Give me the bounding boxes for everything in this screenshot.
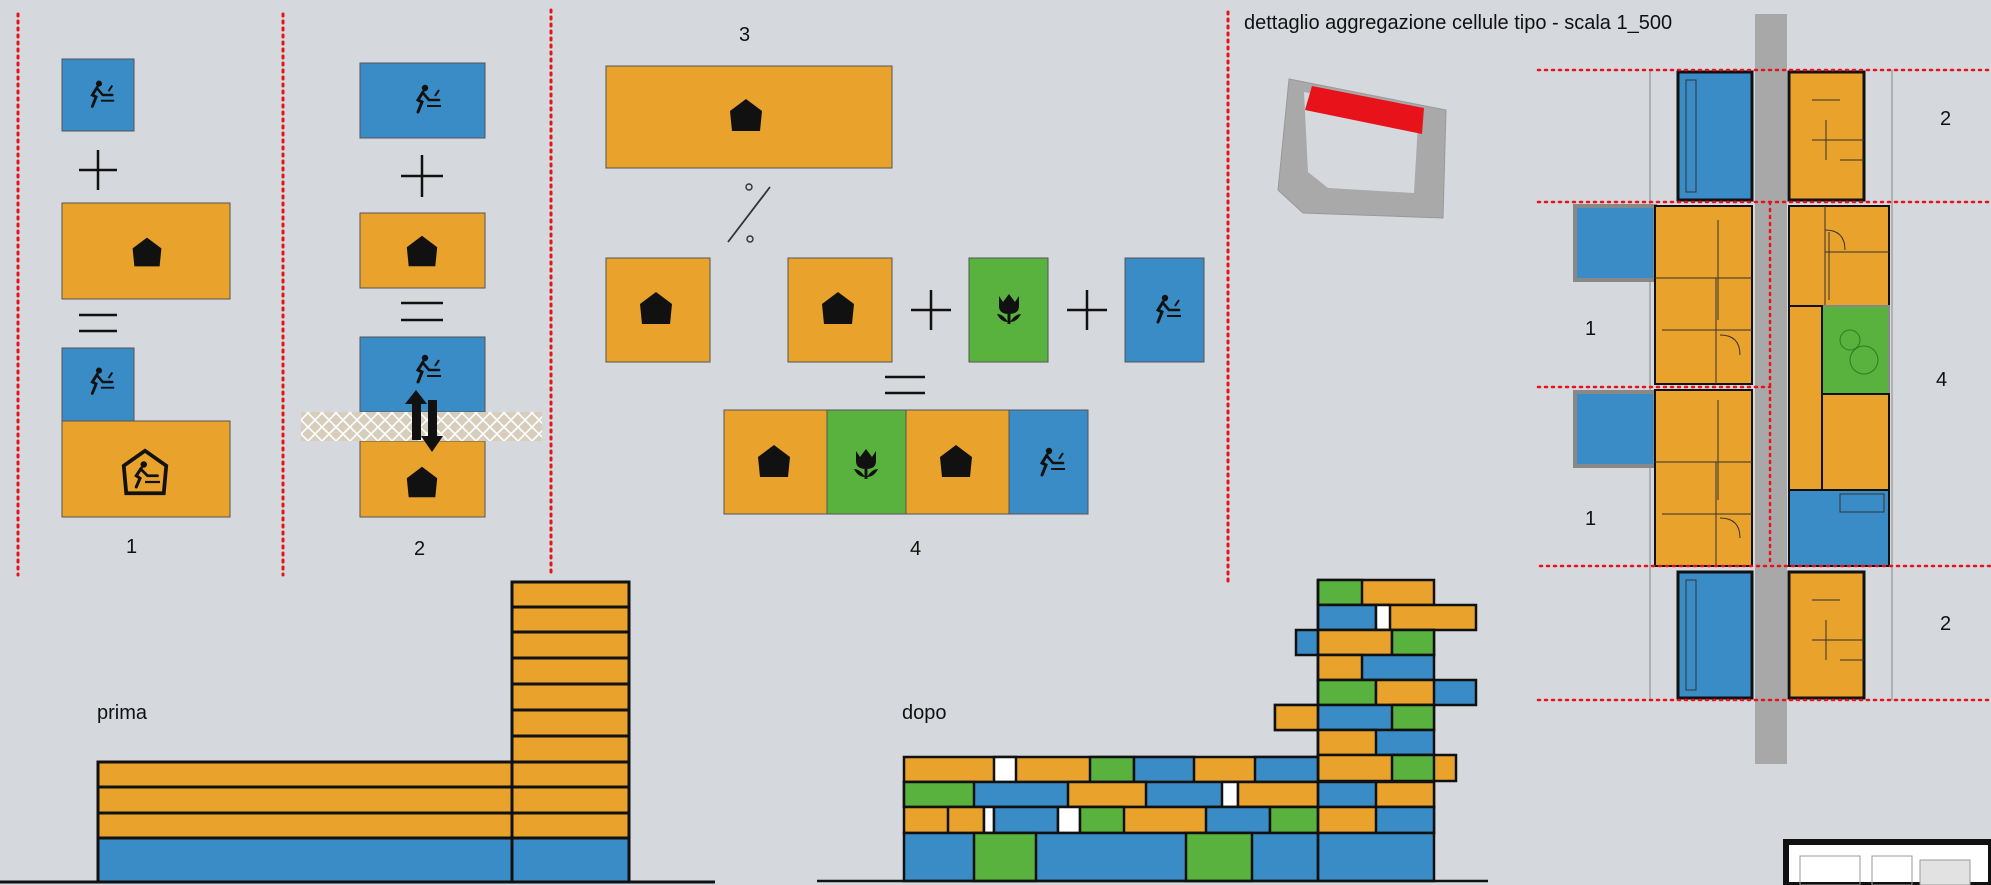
highlight-block	[1305, 86, 1424, 134]
work-unit	[61, 58, 135, 132]
elevation-before	[0, 580, 715, 884]
plan-row-label: 4	[1936, 369, 1948, 391]
section-dividers	[16, 8, 1230, 587]
plus-sign	[79, 150, 117, 190]
corridor	[1755, 14, 1787, 764]
plan-row-label: 2	[1940, 108, 1952, 130]
work-unit	[1124, 257, 1205, 363]
scheme-3-label: 3	[739, 24, 751, 46]
plan-row-label: 2	[1940, 613, 1952, 635]
plus-sign	[911, 290, 951, 330]
scheme-3-4	[605, 65, 1205, 515]
page-title: dettaglio aggregazione cellule tipo - sc…	[1244, 12, 1673, 34]
elevation-after	[817, 578, 1488, 883]
plan-row-label: 1	[1585, 318, 1597, 340]
plan-row-label: 1	[1585, 508, 1597, 530]
divide-sign	[727, 183, 771, 243]
elevation-after-label: dopo	[902, 702, 947, 724]
key-plan	[1277, 78, 1447, 219]
equals-sign	[401, 301, 443, 322]
work-unit	[359, 62, 486, 139]
plan-detail	[1536, 14, 1991, 764]
scheme-1	[61, 58, 231, 518]
equals-sign	[79, 313, 117, 333]
scheme-4-label: 4	[910, 538, 922, 560]
work-unit	[61, 347, 135, 423]
scheme-2-label: 2	[414, 538, 426, 560]
swap-arrows-icon	[405, 390, 443, 452]
equals-sign	[885, 375, 925, 395]
partial-plan-corner	[1783, 839, 1991, 885]
plus-sign	[1067, 290, 1107, 330]
elevation-before-label: prima	[97, 702, 148, 724]
scheme-1-label: 1	[126, 536, 138, 558]
plus-sign	[401, 155, 443, 197]
scheme-2	[301, 62, 542, 518]
live-work-unit	[61, 420, 231, 518]
